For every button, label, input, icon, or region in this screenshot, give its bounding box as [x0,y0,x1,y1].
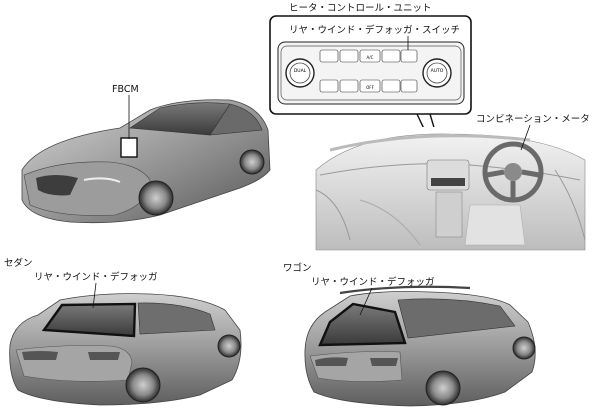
sedan-label: セダン [4,258,33,269]
ac-label: A/C [367,55,374,60]
sedan-rear-illustration [9,282,242,406]
off-label: OFF [366,85,374,90]
heater-control-unit-label: ヒータ・コントロール・ユニット [289,3,432,14]
heater-control-unit-panel: DUAL AUTO A/C OFF [269,15,472,115]
wagon-rear-window-outline [318,302,407,347]
rear-defogger-switch-label: リヤ・ウインド・デフォッガ・スイッチ [289,25,461,36]
dual-label: DUAL [294,68,307,74]
interior-dashboard [315,124,586,251]
wagon-label: ワゴン [283,263,312,274]
sedan-rear-window-outline [41,302,137,338]
sedan-rear-defogger-label: リヤ・ウインド・デフォッガ [34,272,158,283]
wagon-rear-illustration [304,285,536,407]
combination-meter-leader [520,124,531,151]
sedan-defogger-leader [92,282,97,309]
rear-defogger-switch [400,49,418,63]
wagon-rear-defogger-label: リヤ・ウインド・デフォッガ [311,277,435,288]
auto-label: AUTO [431,68,444,74]
combination-meter-label: コンビネーション・メータ [476,114,590,125]
wagon-defogger-leader [359,287,373,316]
front-car-illustration [21,95,271,224]
fbcm-marker [120,137,138,158]
fbcm-label: FBCM [112,84,139,95]
